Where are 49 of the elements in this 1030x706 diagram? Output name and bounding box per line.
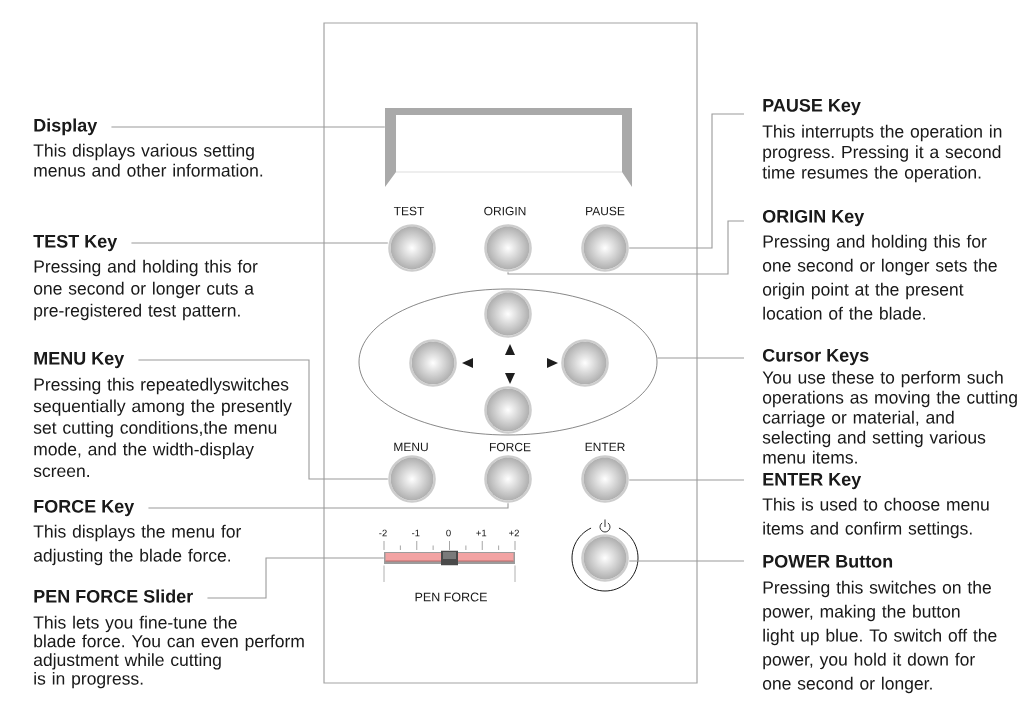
callout-text: You use these to perform such operations as moving the cutting carriage or material, and selecting and setting various menu items. (762, 370, 1017, 464)
callout-title: ORIGIN Key (762, 209, 865, 227)
key-button (484, 290, 532, 338)
leader-line (130, 242, 389, 244)
callout-title: PEN FORCE Slider (34, 589, 193, 603)
callout-title: FORCE Key (34, 499, 135, 517)
key-label: ENTER (585, 442, 625, 452)
leader-line (628, 113, 745, 249)
scale-number: 0 (446, 529, 451, 537)
callout-title: PAUSE Key (763, 98, 861, 116)
key-label: ORIGIN (484, 206, 526, 216)
leader-line (206, 557, 385, 599)
callout-text: This is used to choose menu items and confirm settings. (762, 497, 989, 539)
callout-title: POWER Button (763, 554, 893, 568)
callout-text: This displays various setting menus and other information. (33, 143, 263, 177)
leader-line (137, 359, 389, 480)
leader-line (110, 126, 386, 128)
key-button (561, 339, 609, 387)
callout-title: TEST Key (33, 234, 118, 252)
callout-title: Cursor Keys (762, 348, 869, 366)
callout-title: ENTER Key (763, 473, 862, 490)
scale-number: +1 (476, 529, 487, 537)
callout-text: Pressing this repeatedlyswitches sequentially among the presently set cutting conditions,the menu mode, and the width-display screen. (33, 377, 292, 478)
callout-title: Display (34, 118, 98, 136)
key-button (409, 339, 457, 387)
scale-number: +2 (509, 529, 519, 537)
callout-text: Pressing and holding this for one second or longer sets the origin point at the present location of the blade. (762, 234, 997, 320)
scale-number: -2 (379, 529, 387, 537)
leader-line (656, 357, 745, 359)
leader-line (507, 220, 745, 275)
callout-text: This lets you fine-tune the blade force. You can even perform adjustment while cutting is in progress. (33, 615, 304, 689)
callout-text: This interrupts the operation in progress. Pressing it a second time resumes the operation. (762, 124, 1002, 183)
slider-label: PEN FORCE (415, 592, 487, 602)
key-button (484, 386, 532, 434)
callout-text: This displays the menu for adjusting the blade force. (33, 524, 241, 566)
callout-title: MENU Key (34, 352, 125, 369)
key-label: PAUSE (586, 206, 625, 216)
leader-line (628, 479, 745, 481)
scale-number: -1 (411, 529, 420, 537)
display-screen (385, 108, 632, 187)
leader-line (147, 502, 509, 509)
callout-text: Pressing and holding this for one second or longer cuts a pre-registered test pattern. (33, 259, 258, 321)
key-label: MENU (394, 442, 428, 452)
key-label: TEST (393, 206, 425, 216)
leader-line (628, 560, 745, 562)
ellipse-outline (358, 288, 658, 436)
callout-text: Pressing this switches on the power, making the button light up blue. To switch off the power, you hold it down for one second or longer. (762, 580, 997, 694)
key-label: FORCE (490, 442, 531, 452)
power-button (581, 534, 629, 582)
